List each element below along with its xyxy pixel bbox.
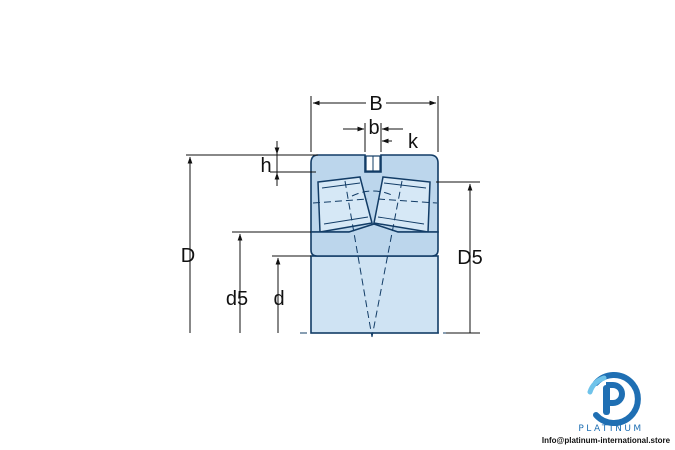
dim-label-D: D — [181, 245, 195, 267]
dim-label-b: b — [368, 117, 379, 139]
dim-label-D5: D5 — [457, 247, 483, 269]
center-lines — [300, 180, 448, 338]
platinum-p-logo-icon — [587, 372, 641, 426]
extension-lines — [186, 96, 480, 334]
inner-ring — [310, 223, 439, 257]
dim-label-h: h — [260, 155, 271, 177]
roller-left — [317, 176, 373, 233]
contact-email: Info@platinum-international.store — [542, 436, 671, 445]
bore-region — [310, 255, 439, 334]
roller-right — [373, 176, 431, 233]
brand-name: PLATINUM — [578, 424, 643, 434]
dim-label-d: d — [273, 288, 284, 310]
dim-label-B: B — [369, 93, 382, 115]
dim-label-d5: d5 — [226, 288, 248, 310]
dim-label-k: k — [408, 131, 419, 153]
